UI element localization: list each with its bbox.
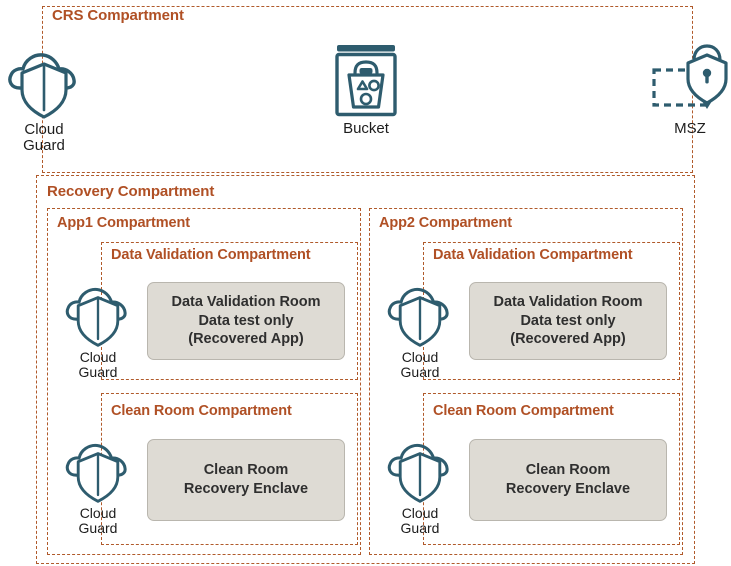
node-app2-cr-cloud-guard-label: Cloud Guard [400, 505, 440, 536]
box-app1-clean-room-enclave: Clean Room Recovery Enclave [147, 439, 345, 521]
node-crs-cloud-guard: Cloud Guard [6, 40, 82, 154]
compartment-app2-label: App2 Compartment [379, 215, 512, 231]
compartment-app2-clean-room-label: Clean Room Compartment [433, 403, 614, 419]
compartment-app1 [47, 208, 361, 555]
node-crs-cloud-guard-label: Cloud Guard [23, 121, 65, 154]
box-app1-data-validation-room-text: Data Validation Room Data test only (Rec… [171, 294, 321, 348]
box-app2-data-validation-room-text: Data Validation Room Data test only (Rec… [493, 294, 643, 348]
bucket-icon [328, 41, 404, 119]
compartment-crs-label: CRS Compartment [52, 7, 184, 24]
node-app1-dv-cloud-guard-label: Cloud Guard [78, 349, 118, 380]
box-app2-data-validation-room: Data Validation Room Data test only (Rec… [469, 282, 667, 360]
cloud-guard-icon [384, 276, 456, 348]
compartment-app1-data-validation-label: Data Validation Compartment [111, 247, 311, 263]
compartment-app2 [369, 208, 683, 555]
node-app2-cr-cloud-guard: Cloud Guard [384, 432, 456, 535]
node-app2-dv-cloud-guard-label: Cloud Guard [400, 349, 440, 380]
compartment-app1-clean-room-label: Clean Room Compartment [111, 403, 292, 419]
node-app1-cr-cloud-guard: Cloud Guard [62, 432, 134, 535]
node-app2-dv-cloud-guard: Cloud Guard [384, 276, 456, 379]
cloud-guard-icon [384, 432, 456, 504]
compartment-recovery-label: Recovery Compartment [47, 183, 215, 200]
box-app2-clean-room-enclave: Clean Room Recovery Enclave [469, 439, 667, 521]
box-app1-clean-room-enclave-text: Clean Room Recovery Enclave [183, 462, 309, 497]
compartment-recovery [36, 175, 695, 564]
node-bucket: Bucket [328, 41, 404, 137]
node-msz: MSZ [650, 41, 730, 137]
node-msz-label: MSZ [674, 120, 706, 137]
node-app1-dv-cloud-guard: Cloud Guard [62, 276, 134, 379]
msz-shield-lock-icon [650, 41, 730, 119]
box-app1-data-validation-room: Data Validation Room Data test only (Rec… [147, 282, 345, 360]
cloud-guard-icon [62, 432, 134, 504]
cloud-guard-icon [6, 40, 82, 120]
node-bucket-label: Bucket [343, 120, 389, 137]
node-app1-cr-cloud-guard-label: Cloud Guard [78, 505, 118, 536]
cloud-guard-icon [62, 276, 134, 348]
compartment-app1-label: App1 Compartment [57, 215, 190, 231]
compartment-app2-data-validation-label: Data Validation Compartment [433, 247, 633, 263]
box-app2-clean-room-enclave-text: Clean Room Recovery Enclave [505, 462, 631, 497]
